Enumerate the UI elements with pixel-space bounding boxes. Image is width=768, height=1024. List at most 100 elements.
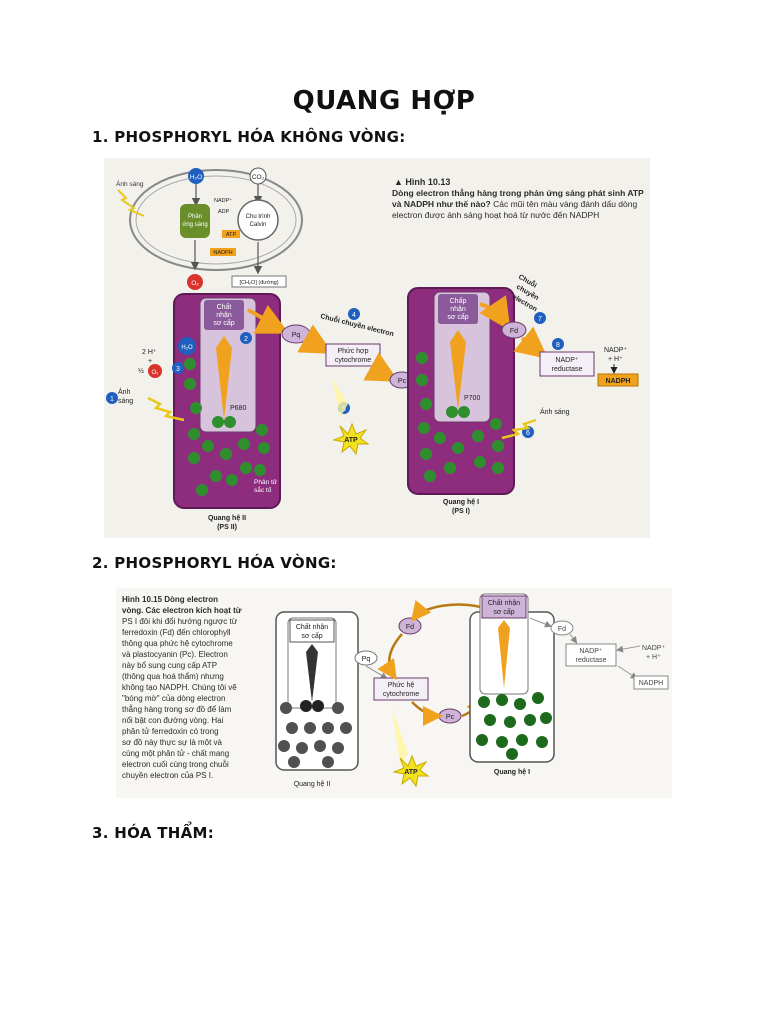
caption2-line-4: ferredoxin (Fd) đến chlorophyll (122, 628, 231, 637)
fd-label: Fd (510, 328, 518, 335)
inset-light-rxn-2: ứng sáng (182, 222, 207, 228)
cyc-nadp-in-1: NADP⁺ (642, 645, 665, 652)
step-4: 4 (352, 312, 356, 319)
caption2-line-17: chuyền electron của PS I. (122, 771, 213, 780)
inset-adp: ADP (218, 209, 230, 215)
cyc-nadp-in-2: + H⁺ (646, 654, 661, 661)
caption-bold: Dòng electron thẳng hàng trong phản ứng … (392, 188, 644, 209)
cyc-ps1-arrow (498, 620, 510, 688)
section-heading-1: 1. PHOSPHORYL HÓA KHÔNG VÒNG: (92, 128, 406, 146)
inset-nadph-box (210, 248, 236, 256)
cyc-ps2-label: Quang hệ II (294, 781, 331, 788)
cyc-ps1-pigments (476, 692, 552, 760)
caption-rest: Các mũi tên màu vàng đánh dấu dòng elect… (392, 199, 638, 220)
ps2-acceptor-1: Chất (217, 302, 232, 311)
step-3: 3 (176, 366, 180, 373)
figure-2-cyclic: Hình 10.15 Dòng electron vòng. Các elect… (116, 588, 672, 798)
cyc-fd2-label: Fd (558, 626, 566, 633)
photosystem-2: Chất nhận sơ cấp P680 Phân tử sắc tố Qua… (173, 293, 281, 531)
ps1-label-1: Quang hệ I (443, 499, 479, 506)
cyc-reductase-1: NADP⁺ (579, 648, 602, 655)
atp-starburst (332, 422, 370, 456)
ps1-acceptor-1: Chấp (450, 296, 467, 305)
cyc-pq-label: Pq (362, 656, 371, 663)
inset-calvin-2: Calvin (250, 222, 267, 228)
ps2-label-2: (PS II) (217, 524, 237, 531)
figure-2-caption: Hình 10.15 Dòng electron vòng. Các elect… (122, 595, 242, 780)
cyc-ps1-acceptor (481, 595, 527, 619)
inset-light-rxn-1: Phản (188, 214, 202, 220)
pc-label: Pc (398, 378, 407, 385)
figure-1-caption: ▲ Hình 10.13 Dòng electron thẳng hàng tr… (392, 177, 644, 220)
ps1-pigments (416, 352, 504, 482)
cyc-reductase (565, 643, 617, 667)
ps2-light-1: Ánh (118, 387, 131, 396)
ps2-o2: O₂ (152, 370, 160, 376)
step-2: 2 (244, 336, 248, 343)
caption2-line-13: phân tử ferredoxin có trong (122, 727, 219, 736)
nadp-in-2: + H⁺ (608, 356, 623, 363)
nadph-label: NADPH (606, 378, 631, 385)
inset-nadph: NADPH (213, 250, 232, 256)
cyc-reductase-2: reductase (576, 657, 607, 664)
cyc-nadph-label: NADPH (639, 680, 664, 687)
h-plus-label: 2 H⁺ (142, 349, 157, 356)
inset-nadp: NADP⁺ (214, 197, 232, 204)
ps2-h2o-badge (178, 337, 196, 355)
caption2-line-3: PS I đôi khi đổi hướng ngược từ (122, 617, 238, 626)
caption2-line-12: nổi bật con đường vòng. Hai (122, 716, 224, 725)
ps2-primary-acceptor (204, 300, 244, 330)
reductase-1: NADP⁺ (555, 357, 578, 364)
photosystem-1: Chấp nhận sơ cấp P700 Quang hệ I (PS I) … (407, 287, 570, 515)
ps2-p680: P680 (230, 405, 246, 412)
inset-calvin-cycle (237, 199, 279, 241)
ps2-pigment-1: Phân tử (254, 478, 278, 486)
caption2-line-11: thẳng hàng trong sơ đồ để làm (122, 705, 232, 714)
ps1-acceptor-2: nhận (450, 306, 466, 313)
caption2-line-2: vòng. Các electron kích hoạt từ (122, 606, 242, 615)
ps2-pigment-2: sắc tố (254, 485, 272, 494)
inset-chloroplast: Ánh sáng H₂O CO₂ Phản ứng sáng Chu trình… (116, 167, 303, 290)
cyclic-photosystem-2: Chất nhận sơ cấp Quang hệ II (275, 611, 359, 788)
ps1-label-2: (PS I) (452, 508, 470, 515)
step-1: 1 (110, 396, 114, 403)
inset-co2: CO₂ (252, 174, 265, 181)
cyc-atp-starburst (392, 754, 430, 788)
caption2-line-15: cùng một phân tử - chất mang (122, 749, 229, 758)
inset-h2o: H₂O (190, 174, 202, 181)
inset-atp: ATP (226, 232, 237, 238)
cyc-fd-label: Fd (406, 624, 414, 631)
ps2-pigments (184, 358, 270, 496)
cyc-atp-label: ATP (404, 769, 418, 776)
inset-o2-badge (187, 274, 203, 290)
cyc-nadph (633, 675, 669, 690)
ps2-acceptor-2: nhận (216, 312, 232, 319)
caption2-line-14: sơ đồ này thực sự là một và (122, 738, 223, 747)
inset-o2: O₂ (191, 280, 199, 287)
ps2-lightning-icon (147, 396, 185, 422)
nadp-in-1: NADP⁺ (604, 347, 627, 354)
inset-light-reactions (180, 204, 210, 238)
step-6: 6 (526, 430, 530, 437)
ps1-acceptor-3: sơ cấp (447, 312, 468, 321)
caption2-line-6: và plastocyanin (Pc). Electron (122, 650, 228, 659)
ps2-excitation-arrow (216, 336, 232, 420)
cyto-1: Phức hợp (337, 348, 368, 355)
inset-light-label: Ánh sáng (116, 179, 144, 188)
pq-label: Pq (292, 332, 301, 339)
caption2-line-10: "bóng mờ" của dòng electron (122, 694, 225, 703)
inset-calvin-1: Chu trình (246, 214, 271, 220)
step-badges: 1 2 3 4 5 6 7 8 (106, 308, 564, 438)
ps1-light: Ánh sáng (540, 407, 570, 416)
cyclic-faded-nadph-path: Fd NADP⁺ reductase NADP⁺ + H⁺ NADPH (529, 617, 669, 690)
inset-h2o-badge (188, 168, 204, 184)
caption2-line-1: Hình 10.15 Dòng electron (122, 595, 218, 604)
caption-label: ▲ Hình 10.13 (394, 177, 450, 187)
cyto-2: cytochrome (335, 357, 371, 364)
cyc-ps2-acceptor-1: Chất nhận (296, 622, 328, 631)
svg-text:Hình 10.15 Dòng electron: Hình 10.15 Dòng electron vòng. Các elect… (122, 595, 242, 615)
cyclic-photosystem-1: Chất nhận sơ cấp Quang hệ I (469, 593, 555, 776)
inset-sugar-box (231, 275, 287, 288)
cyc-fd (398, 617, 422, 635)
inset-sugar: [CH₂O] (đường) (239, 280, 278, 286)
